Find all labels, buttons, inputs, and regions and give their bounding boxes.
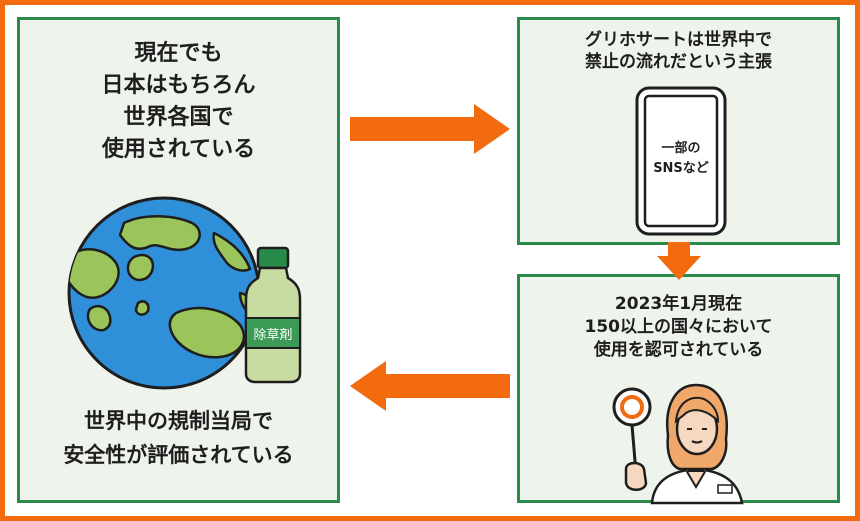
phone-text-line-1: 一部の [661, 140, 700, 156]
text-line: 安全性が評価されている [63, 443, 294, 467]
text-line: 150以上の国々において [584, 317, 773, 337]
text-line: 日本はもちろん [101, 73, 256, 98]
panel-global-use: 現在でも 日本はもちろん 世界各国で 使用されている 除草剤 世界中の規制当局で… [17, 17, 340, 503]
text-line: 禁止の流れだという主張 [585, 52, 772, 72]
panel-approval: 2023年1月現在 150以上の国々において 使用を認可されている [517, 274, 840, 505]
smartphone-icon: 一部の SNSなど [635, 86, 727, 236]
approval-text: 2023年1月現在 150以上の国々において 使用を認可されている [520, 293, 837, 362]
global-use-text: 現在でも 日本はもちろん 世界各国で 使用されている [20, 38, 337, 166]
ban-claim-text: グリホサートは世界中で 禁止の流れだという主張 [520, 29, 837, 73]
text-line: 現在でも [134, 41, 223, 66]
safety-evaluation-text: 世界中の規制当局で 安全性が評価されている [20, 404, 337, 472]
arrow-down-icon [657, 242, 701, 280]
phone-text-line-2: SNSなど [653, 161, 709, 176]
text-line: 使用されている [101, 137, 256, 162]
arrow-left-icon [350, 361, 510, 411]
text-line: グリホサートは世界中で [585, 30, 772, 50]
woman-with-ok-sign-icon [612, 383, 744, 505]
arrow-right-icon [350, 104, 510, 154]
text-line: 使用を認可されている [593, 340, 764, 360]
text-line: 2023年1月現在 [614, 294, 743, 314]
globe-icon [67, 196, 261, 390]
text-line: 世界各国で [123, 105, 234, 130]
bottle-label: 除草剤 [253, 327, 292, 343]
panel-ban-claim: グリホサートは世界中で 禁止の流れだという主張 一部の SNSなど [517, 17, 840, 245]
text-line: 世界中の規制当局で [84, 409, 273, 433]
herbicide-bottle-icon: 除草剤 [244, 246, 302, 384]
